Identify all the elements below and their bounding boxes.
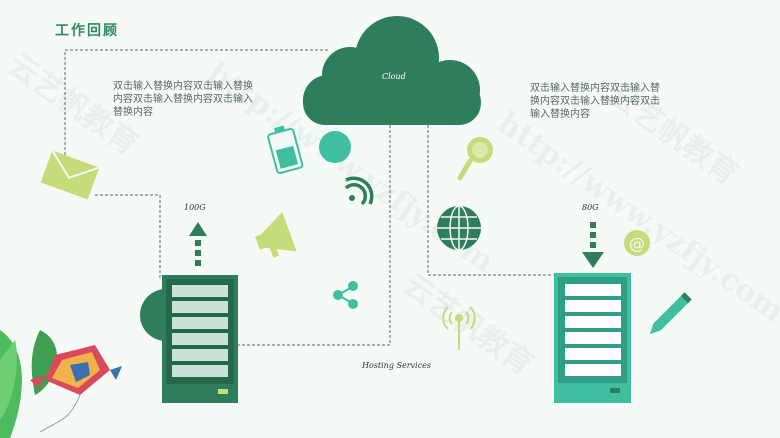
pencil-icon (649, 292, 692, 335)
right-description: 双击输入替换内容双击输入替换内容双击输入替换内容双击输入替换内容 (530, 83, 660, 120)
page-title: 工作回顾 (55, 23, 119, 39)
dashed-connectors (64, 49, 555, 346)
antenna-icon (442, 306, 476, 350)
wifi-icon (344, 176, 374, 206)
battery-icon (267, 125, 304, 174)
svg-text:@: @ (629, 234, 645, 253)
search-icon (457, 137, 493, 181)
at-sign-icon: @ (624, 230, 650, 256)
download-arrow-icon (582, 222, 604, 268)
globe-icon (437, 205, 481, 251)
envelope-icon (40, 149, 100, 200)
megaphone-icon (255, 211, 297, 258)
server-left (140, 275, 238, 403)
circle-icon (319, 131, 351, 163)
left-server-label: 100G (184, 203, 206, 212)
upload-arrow-icon (189, 222, 207, 266)
right-server-label: 80G (582, 203, 599, 212)
cloud-label: Cloud (382, 72, 406, 81)
share-icon (333, 281, 358, 309)
server-right (554, 273, 631, 403)
kite-illustration (30, 345, 122, 433)
cloud-icon (303, 16, 481, 125)
hosting-label: Hosting Services (362, 361, 431, 370)
leaves-decoration (0, 330, 57, 438)
left-description: 双击输入替换内容双击输入替换内容双击输入替换内容双击输入替换内容 (113, 81, 253, 118)
